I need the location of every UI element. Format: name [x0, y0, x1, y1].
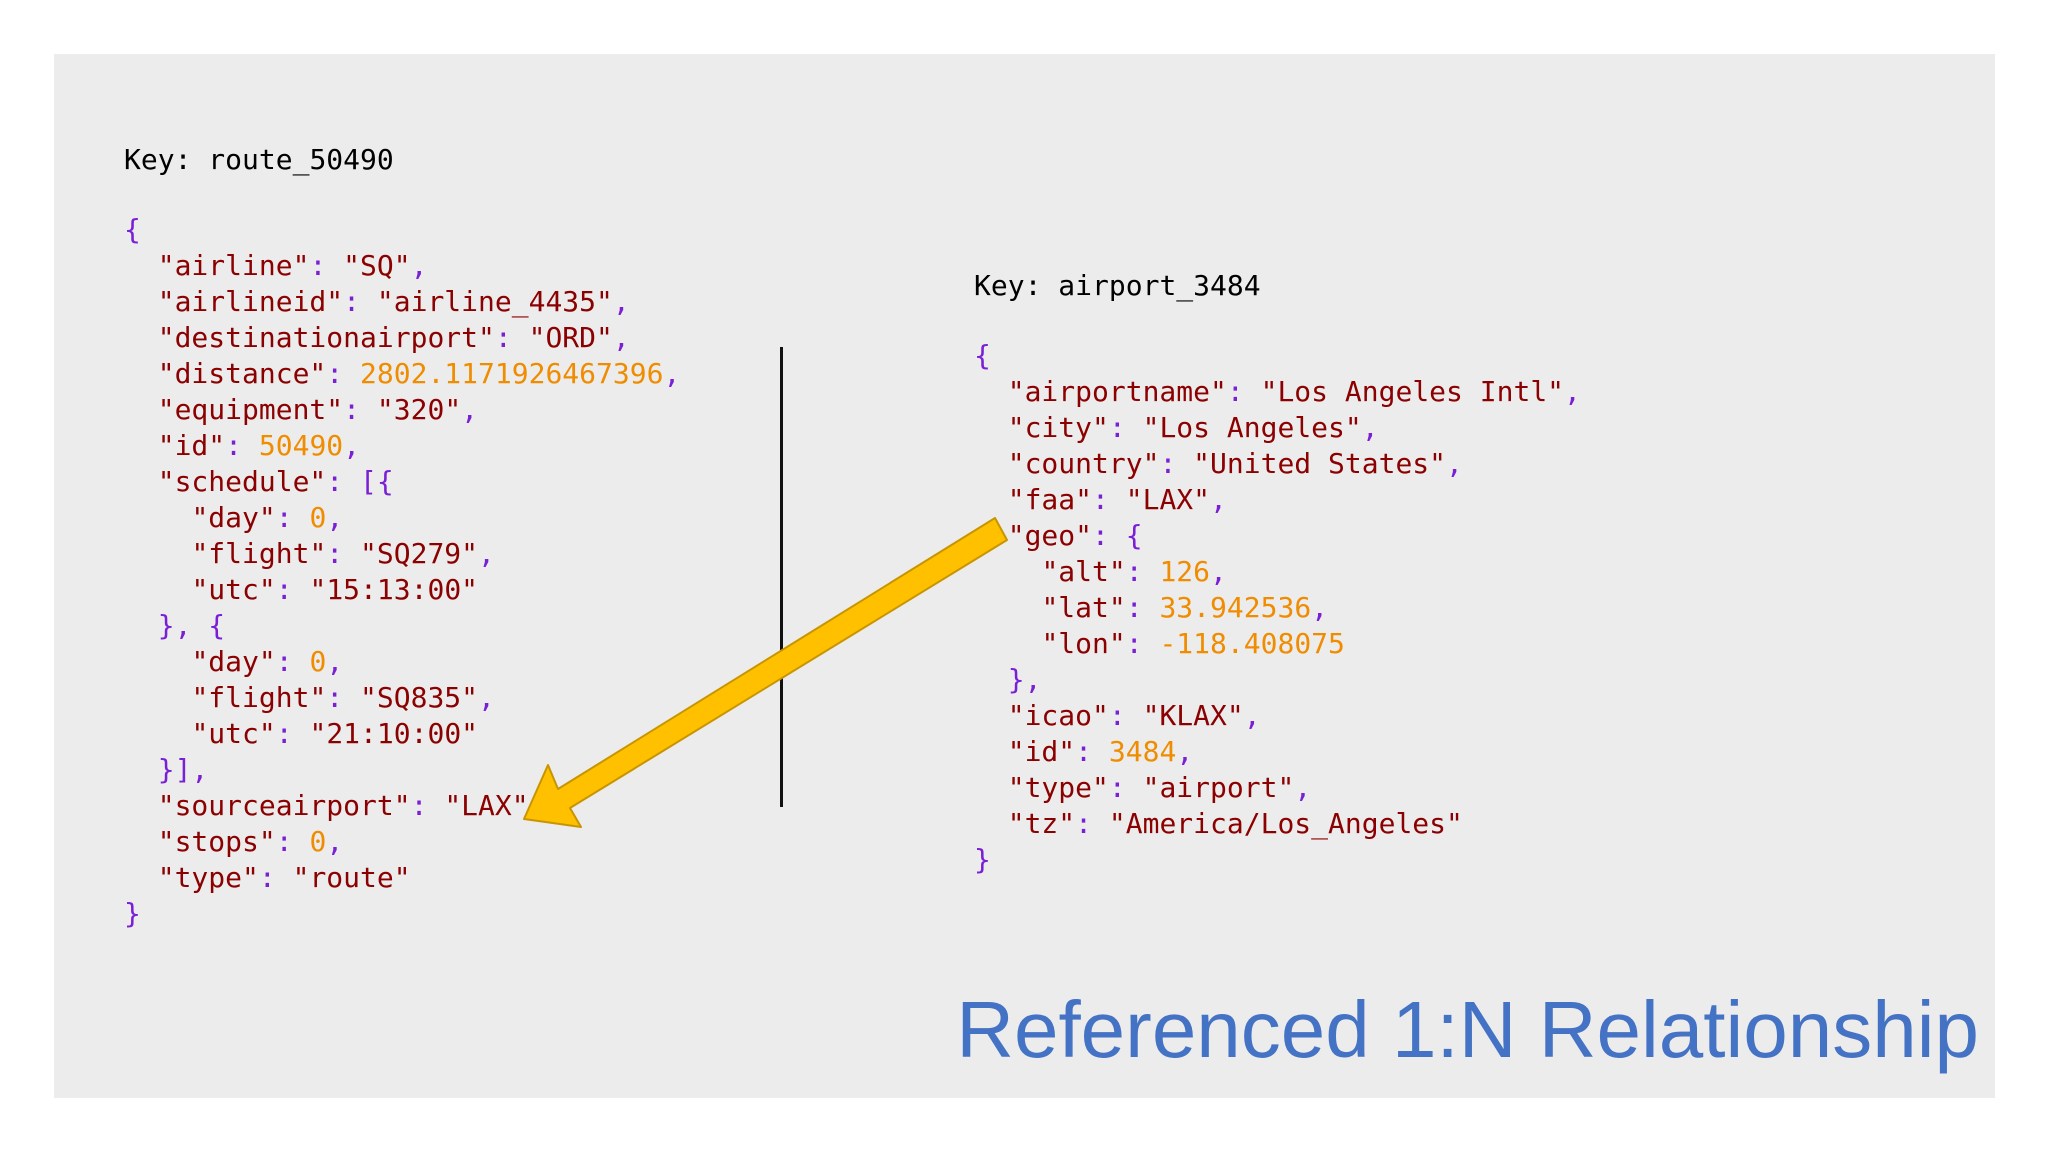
- airport-faa-key: "faa": [1007, 483, 1093, 516]
- route-key-line: Key: route_50490: [124, 143, 394, 176]
- slide-title: Referenced 1:N Relationship: [956, 985, 1979, 1074]
- route-sourceairport-value: "LAX": [444, 789, 529, 822]
- airport-key: airport_3484: [1058, 269, 1261, 302]
- airport-document: { "airportname": "Los Angeles Intl", "ci…: [974, 339, 1581, 876]
- document-divider: [780, 347, 783, 807]
- airport-key-line: Key: airport_3484: [974, 269, 1261, 302]
- route-document: { "airline": "SQ", "airlineid": "airline…: [124, 213, 681, 930]
- slide: Key: route_50490 { "airline": "SQ", "air…: [54, 54, 1995, 1098]
- route-key: route_50490: [208, 143, 394, 176]
